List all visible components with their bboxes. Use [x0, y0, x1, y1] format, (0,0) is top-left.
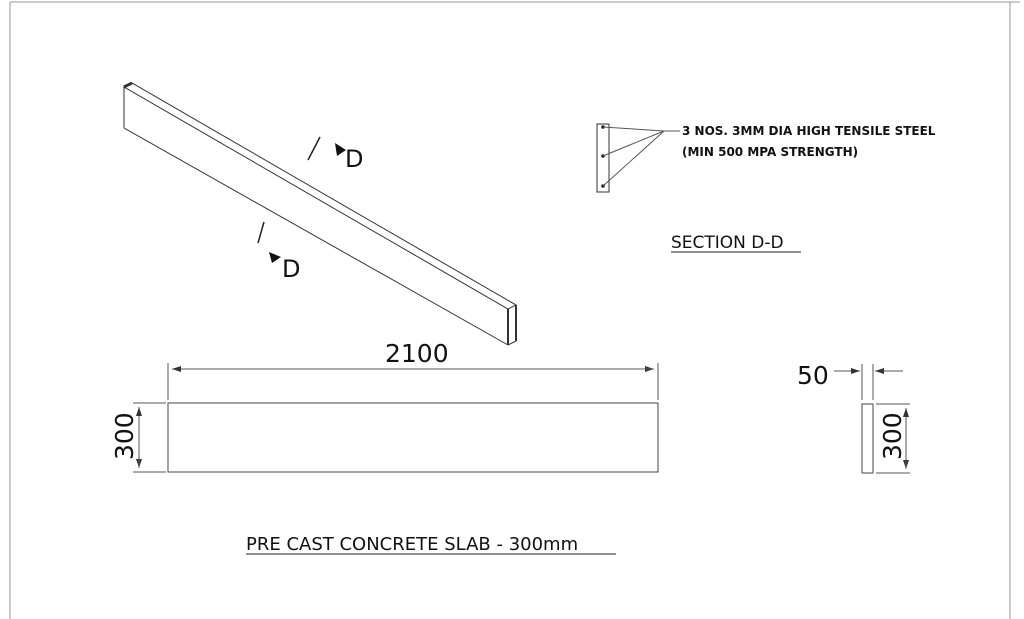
thickness-dimension-text: 50: [797, 361, 829, 390]
side-height-dimension-text: 300: [878, 412, 907, 460]
reinforcement-note-line1: 3 NOS. 3MM DIA HIGH TENSILE STEEL: [682, 124, 936, 138]
side-height-dimension: [876, 403, 910, 474]
slab-elevation-view: 2100 300: [110, 339, 659, 473]
section-marker-bottom: D: [257, 221, 300, 283]
isometric-slab-view: [122, 81, 518, 346]
section-marker-top: D: [307, 136, 363, 173]
sheet-border: [9, 1, 1020, 619]
section-d-d-view: 3 NOS. 3MM DIA HIGH TENSILE STEEL (MIN 5…: [596, 123, 936, 253]
height-dimension: [133, 402, 166, 473]
height-dimension-text: 300: [110, 412, 139, 460]
drawing-title: PRE CAST CONCRETE SLAB - 300mm: [246, 534, 578, 555]
length-dimension: [167, 363, 659, 400]
section-title: SECTION D-D: [671, 233, 784, 253]
length-dimension-text: 2100: [385, 339, 449, 368]
slab-side-view: 50 300: [797, 361, 910, 474]
section-marker-bottom-label: D: [282, 255, 300, 283]
leader-lines: [602, 126, 680, 187]
section-marker-top-label: D: [345, 145, 363, 173]
thickness-dimension: [834, 364, 903, 400]
reinforcement-note-line2: (MIN 500 MPA STRENGTH): [682, 145, 858, 159]
drawing-title-block: PRE CAST CONCRETE SLAB - 300mm: [246, 534, 616, 555]
